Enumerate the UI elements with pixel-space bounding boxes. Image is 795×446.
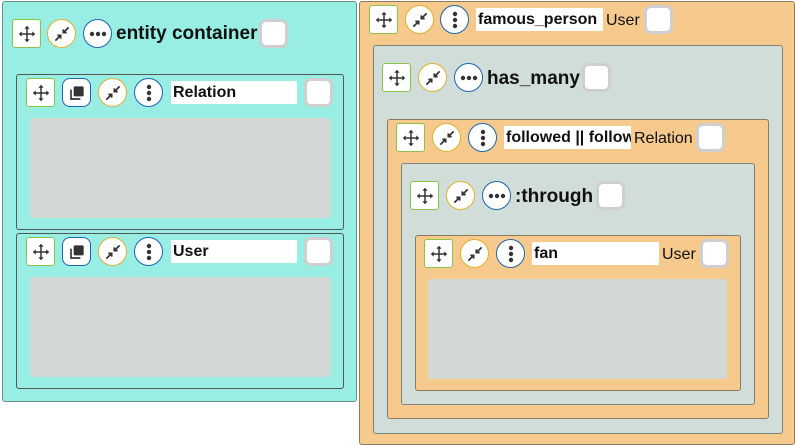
move-arrows-icon	[402, 129, 419, 146]
compress-arrows-icon	[412, 12, 427, 27]
more-options-button[interactable]	[468, 123, 497, 152]
move-button[interactable]	[12, 19, 41, 48]
move-button[interactable]	[424, 239, 453, 268]
collapse-button[interactable]	[460, 239, 489, 268]
entity-name-input[interactable]	[476, 8, 603, 31]
more-vertical-icon	[146, 243, 151, 260]
through-title: :through	[515, 186, 594, 207]
move-arrows-icon	[375, 11, 392, 28]
move-arrows-icon	[18, 25, 35, 42]
collapse-button[interactable]	[98, 78, 127, 107]
move-arrows-icon	[388, 69, 405, 86]
move-button[interactable]	[369, 5, 398, 34]
more-horizontal-icon	[460, 75, 477, 80]
select-checkbox[interactable]	[259, 19, 288, 48]
more-options-button[interactable]	[134, 237, 163, 266]
has-many-panel: has_many Relation	[373, 45, 783, 434]
copy-button[interactable]	[62, 78, 91, 107]
collapse-button[interactable]	[405, 5, 434, 34]
more-vertical-icon	[508, 245, 513, 262]
compress-arrows-icon	[425, 70, 440, 85]
copy-button[interactable]	[62, 237, 91, 266]
move-button[interactable]	[26, 237, 55, 266]
move-arrows-icon	[32, 243, 49, 260]
collapse-button[interactable]	[98, 237, 127, 266]
move-button[interactable]	[26, 78, 55, 107]
select-checkbox[interactable]	[696, 123, 725, 152]
compress-arrows-icon	[439, 130, 454, 145]
entity-container-title: entity container	[116, 23, 258, 44]
entity-type-label: User	[606, 12, 640, 29]
move-button[interactable]	[410, 181, 439, 210]
entity-type-label: Relation	[634, 130, 693, 147]
fan-content-area	[428, 279, 727, 379]
entity-name-input[interactable]	[171, 240, 297, 263]
compress-arrows-icon	[105, 85, 120, 100]
followed-relation-panel: Relation :through	[387, 119, 769, 419]
more-horizontal-icon	[89, 31, 106, 36]
compress-arrows-icon	[105, 244, 120, 259]
more-vertical-icon	[452, 11, 457, 28]
more-horizontal-icon	[488, 193, 505, 198]
move-button[interactable]	[396, 123, 425, 152]
collapse-button[interactable]	[432, 123, 461, 152]
relation-block	[16, 74, 344, 230]
entity-name-input[interactable]	[532, 242, 659, 265]
more-options-button[interactable]	[454, 63, 483, 92]
entity-container-panel: entity container	[2, 1, 357, 402]
relation-content-area	[30, 118, 331, 218]
collapse-button[interactable]	[418, 63, 447, 92]
user-content-area	[30, 277, 331, 377]
move-arrows-icon	[32, 84, 49, 101]
more-options-button[interactable]	[83, 19, 112, 48]
more-vertical-icon	[146, 84, 151, 101]
more-vertical-icon	[480, 129, 485, 146]
through-panel: :through User	[401, 163, 755, 405]
move-arrows-icon	[430, 245, 447, 262]
select-checkbox[interactable]	[700, 239, 729, 268]
move-arrows-icon	[416, 187, 433, 204]
entity-name-input[interactable]	[171, 81, 297, 104]
select-checkbox[interactable]	[304, 78, 333, 107]
more-options-button[interactable]	[440, 5, 469, 34]
fan-panel: User	[415, 235, 741, 391]
compress-arrows-icon	[54, 26, 69, 41]
more-options-button[interactable]	[482, 181, 511, 210]
select-checkbox[interactable]	[596, 181, 625, 210]
copy-icon	[69, 244, 84, 259]
copy-icon	[69, 85, 84, 100]
select-checkbox[interactable]	[644, 5, 673, 34]
entity-type-label: User	[662, 246, 696, 263]
famous-person-panel: User has_many Relation	[359, 1, 795, 445]
compress-arrows-icon	[453, 188, 468, 203]
compress-arrows-icon	[467, 246, 482, 261]
move-button[interactable]	[382, 63, 411, 92]
has-many-title: has_many	[487, 68, 580, 89]
collapse-button[interactable]	[47, 19, 76, 48]
entity-name-input[interactable]	[504, 126, 631, 149]
select-checkbox[interactable]	[304, 237, 333, 266]
collapse-button[interactable]	[446, 181, 475, 210]
more-options-button[interactable]	[496, 239, 525, 268]
user-block	[16, 233, 344, 389]
more-options-button[interactable]	[134, 78, 163, 107]
select-checkbox[interactable]	[582, 63, 611, 92]
